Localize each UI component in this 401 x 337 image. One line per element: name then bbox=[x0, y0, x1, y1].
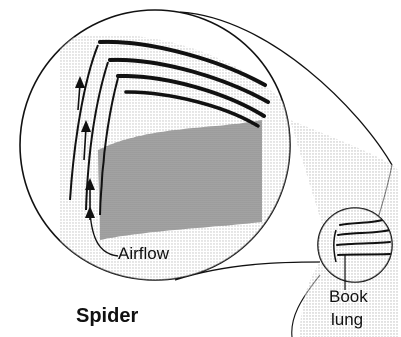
book-label: Book bbox=[329, 287, 368, 307]
lung-label: lung bbox=[331, 310, 363, 330]
spider-label: Spider bbox=[76, 305, 138, 328]
airflow-label: Airflow bbox=[118, 244, 169, 264]
